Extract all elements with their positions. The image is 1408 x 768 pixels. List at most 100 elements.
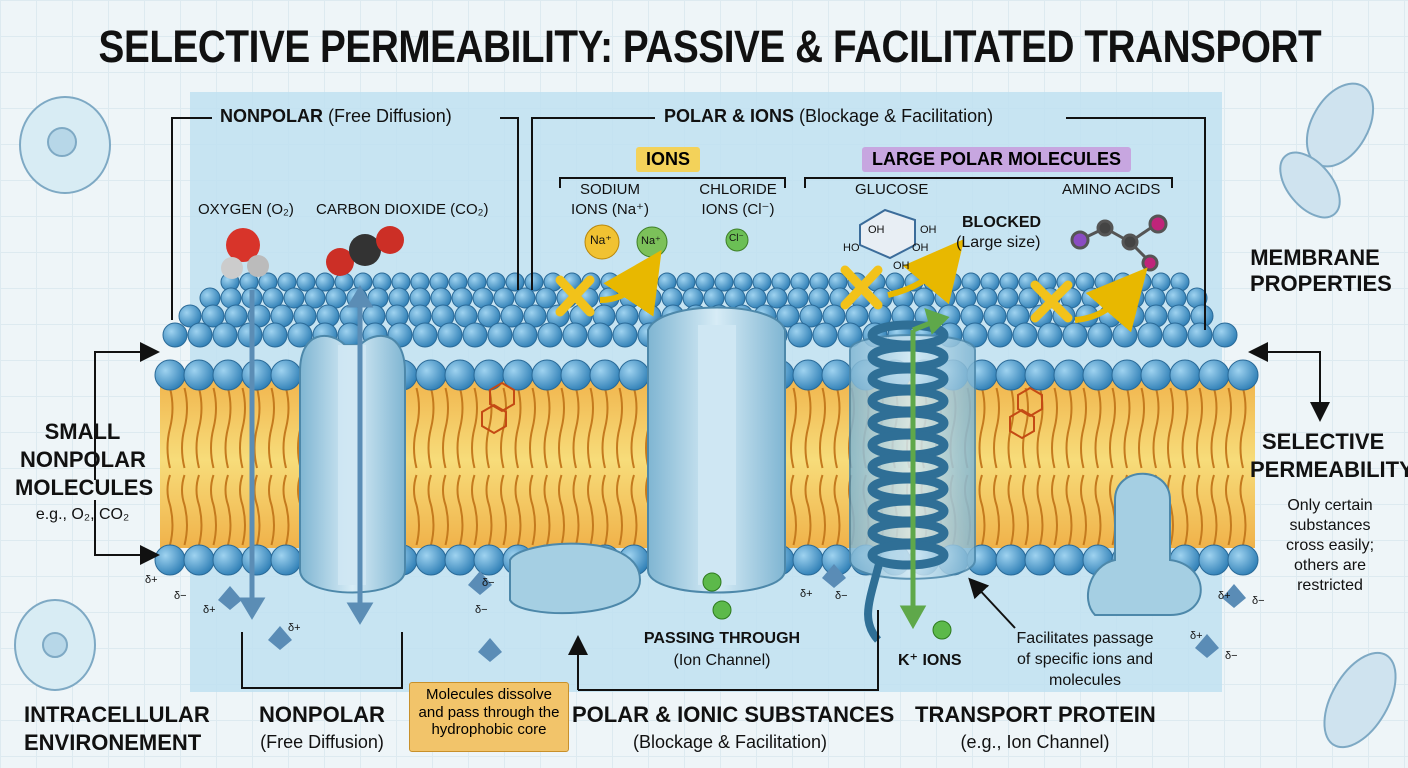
glucose-oh-1: OH bbox=[868, 224, 885, 236]
membrane-properties-1: MEMBRANE bbox=[1250, 245, 1380, 270]
potassium-ions bbox=[702, 572, 952, 640]
lipid-head bbox=[812, 322, 838, 348]
blocked-reason: (Large size) bbox=[956, 234, 1041, 251]
lipid-head bbox=[799, 304, 823, 328]
lipid-head bbox=[995, 544, 1027, 576]
lipid-head bbox=[1082, 359, 1114, 391]
water-molecules bbox=[218, 564, 1246, 662]
note-line-3: hydrophobic core bbox=[431, 721, 547, 739]
lipid-head bbox=[792, 359, 824, 391]
lipid-head bbox=[154, 359, 186, 391]
chloride-label-2: IONS (Cl⁻) bbox=[701, 201, 775, 218]
small-nonpolar-1: SMALL bbox=[44, 419, 121, 444]
lipid-head bbox=[415, 544, 447, 576]
lipid-head bbox=[212, 544, 244, 576]
lipid-head bbox=[487, 322, 513, 348]
lipid-head bbox=[462, 322, 488, 348]
charge-plus-5: δ+ bbox=[1218, 590, 1231, 602]
lipid-head bbox=[1024, 544, 1056, 576]
lipid-head bbox=[1062, 322, 1088, 348]
glucose-oh-2: OH bbox=[920, 224, 937, 236]
lipid-head bbox=[1137, 322, 1163, 348]
charge-minus-2: δ− bbox=[482, 577, 495, 589]
lipid-head bbox=[523, 304, 547, 328]
na-ion-text-2: Na⁺ bbox=[641, 235, 661, 247]
large-polar-tag: LARGE POLAR MOLECULES bbox=[862, 147, 1132, 172]
co2-molecule-icon bbox=[326, 226, 404, 276]
charge-minus-6: δ− bbox=[1225, 650, 1238, 662]
nonpolar-group-label: NONPOLAR (Free Diffusion) bbox=[220, 106, 452, 126]
lipid-head bbox=[444, 359, 476, 391]
polar-group-label: POLAR & IONS (Blockage & Facilitation) bbox=[664, 106, 993, 126]
chloride-label-1: CHLORIDE bbox=[699, 181, 777, 198]
lipid-head bbox=[1112, 322, 1138, 348]
lipid-head bbox=[187, 322, 213, 348]
lipid-head bbox=[514, 287, 536, 309]
co2-label: CARBON DIOXIDE (CO₂) bbox=[316, 201, 489, 218]
charge-minus-1: δ− bbox=[174, 590, 187, 602]
blocked-label: BLOCKED bbox=[962, 214, 1042, 231]
intracellular-label-1: INTRACELLULAR bbox=[24, 702, 210, 727]
lipid-head bbox=[587, 322, 613, 348]
lipid-head bbox=[241, 544, 273, 576]
polar-group-rest: (Blockage & Facilitation) bbox=[799, 106, 994, 126]
selective-permeability-2: PERMEABILITY bbox=[1250, 457, 1408, 482]
ions-tag: IONS bbox=[636, 147, 701, 172]
lipid-head bbox=[500, 304, 524, 328]
selective-desc-3: cross easily; bbox=[1285, 537, 1375, 554]
charge-minus-3: δ− bbox=[475, 604, 488, 616]
lipid-head bbox=[612, 322, 638, 348]
lipid-head bbox=[1053, 359, 1085, 391]
oxygen-label: OXYGEN (O₂) bbox=[198, 201, 294, 218]
bottom-transport-bold: TRANSPORT PROTEIN bbox=[915, 702, 1156, 727]
lipid-head bbox=[787, 287, 809, 309]
lipid-head bbox=[562, 322, 588, 348]
membrane-properties-2: PROPERTIES bbox=[1250, 271, 1392, 296]
lipid-head bbox=[201, 304, 225, 328]
deflection-arrows bbox=[599, 238, 1148, 333]
lipid-head bbox=[262, 322, 288, 348]
lipid-head bbox=[212, 359, 244, 391]
lipid-head bbox=[183, 544, 215, 576]
lipid-head bbox=[512, 322, 538, 348]
nonpolar-group-bold: NONPOLAR bbox=[220, 106, 323, 126]
lipid-head bbox=[444, 544, 476, 576]
selective-permeability-1: SELECTIVE bbox=[1262, 429, 1385, 454]
lipid-head bbox=[262, 287, 284, 309]
lipid-head bbox=[1212, 322, 1238, 348]
lipid-head bbox=[283, 287, 305, 309]
channel-protein-left bbox=[299, 334, 406, 594]
charge-minus-4: δ− bbox=[835, 590, 848, 602]
lipid-head bbox=[1024, 359, 1056, 391]
charge-plus-6: δ+ bbox=[1190, 630, 1203, 642]
cl-ion-text: Cl⁻ bbox=[729, 233, 744, 244]
selective-desc-4: others are bbox=[1293, 557, 1367, 574]
lipid-head bbox=[486, 272, 506, 292]
bottom-nonpolar-rest: (Free Diffusion) bbox=[260, 732, 384, 752]
page-title: SELECTIVE PERMEABILITY: PASSIVE & FACILI… bbox=[98, 21, 1322, 72]
lipid-head bbox=[535, 287, 557, 309]
pointer-arrows bbox=[94, 342, 1330, 655]
note-line-1: Molecules dissolve bbox=[426, 686, 552, 703]
lipid-head bbox=[178, 304, 202, 328]
sodium-label-2: IONS (Na⁺) bbox=[571, 201, 649, 218]
glucose-oh-4: OH bbox=[893, 260, 910, 272]
lipid-head bbox=[524, 272, 544, 292]
passing-through-label: PASSING THROUGH bbox=[643, 630, 801, 647]
ion-channel-label: (Ion Channel) bbox=[673, 652, 771, 669]
channel-protein-middle bbox=[509, 306, 786, 615]
charge-plus-3: δ+ bbox=[288, 622, 301, 634]
small-nonpolar-2: NONPOLAR bbox=[20, 447, 146, 472]
facilitates-1: Facilitates passage bbox=[1016, 630, 1154, 647]
selective-desc-1: Only certain bbox=[1287, 497, 1373, 514]
lipid-head bbox=[1227, 359, 1259, 391]
sodium-label-1: SODIUM bbox=[580, 181, 640, 198]
hydrophobic-core-note: Molecules dissolve and pass through the … bbox=[409, 682, 569, 752]
chloride-ion-icon bbox=[725, 228, 749, 252]
lipid-head bbox=[437, 322, 463, 348]
lipid-head bbox=[1169, 359, 1201, 391]
na-ion-text-1: Na⁺ bbox=[590, 233, 612, 247]
lipid-head bbox=[733, 272, 753, 292]
charge-plus-1: δ+ bbox=[145, 574, 158, 586]
